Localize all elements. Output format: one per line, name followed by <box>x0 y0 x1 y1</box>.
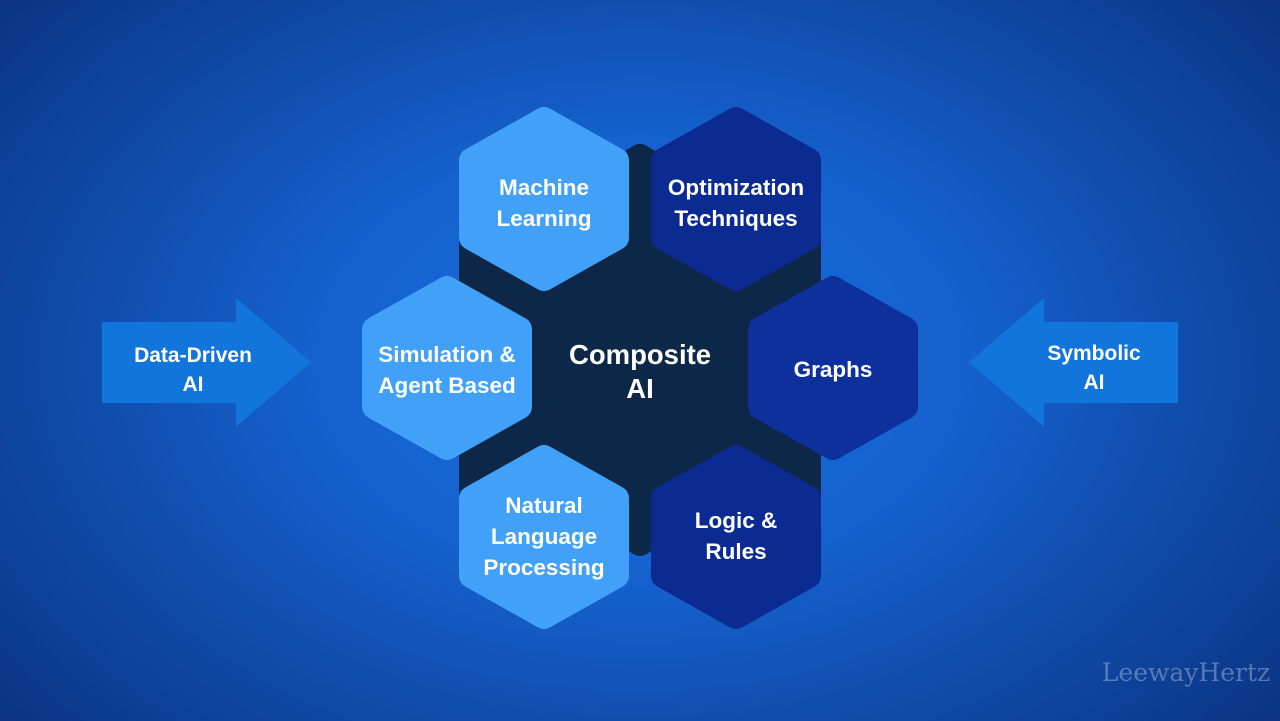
data-driven-ai-arrow: Data-Driven AI <box>102 298 311 427</box>
natural-language-processing-label-line3: Processing <box>483 555 604 580</box>
symbolic-ai-arrow: Symbolic AI <box>969 298 1178 427</box>
optimization-techniques-label-line2: Techniques <box>674 206 797 231</box>
graphs-label: Graphs <box>794 357 873 382</box>
natural-language-processing-label-line1: Natural <box>505 493 583 518</box>
symbolic-ai-label-line1: Symbolic <box>1047 342 1141 365</box>
composite-ai-label-line1: Composite <box>569 339 711 370</box>
hexagon-simulation-agent-based <box>374 288 520 448</box>
data-driven-ai-label-line1: Data-Driven <box>134 344 252 367</box>
hexagon-logic-rules <box>663 457 809 617</box>
symbolic-ai-label-line2: AI <box>1084 371 1105 394</box>
machine-learning-label-line1: Machine <box>499 175 589 200</box>
logic-rules-label-line1: Logic & <box>695 508 778 533</box>
optimization-techniques-label-line1: Optimization <box>668 175 804 200</box>
right-arrow-icon <box>102 298 311 427</box>
data-driven-ai-label-line2: AI <box>183 373 204 396</box>
natural-language-processing-label-line2: Language <box>491 524 597 549</box>
machine-learning-label-line2: Learning <box>496 206 591 231</box>
left-arrow-icon <box>969 298 1178 427</box>
simulation-agent-based-label-line1: Simulation & <box>378 342 516 367</box>
simulation-agent-based-label-line2: Agent Based <box>378 373 516 398</box>
logic-rules-label-line2: Rules <box>705 539 766 564</box>
watermark-text: LeewayHertz <box>1102 658 1270 687</box>
composite-ai-label-line2: AI <box>626 373 654 404</box>
